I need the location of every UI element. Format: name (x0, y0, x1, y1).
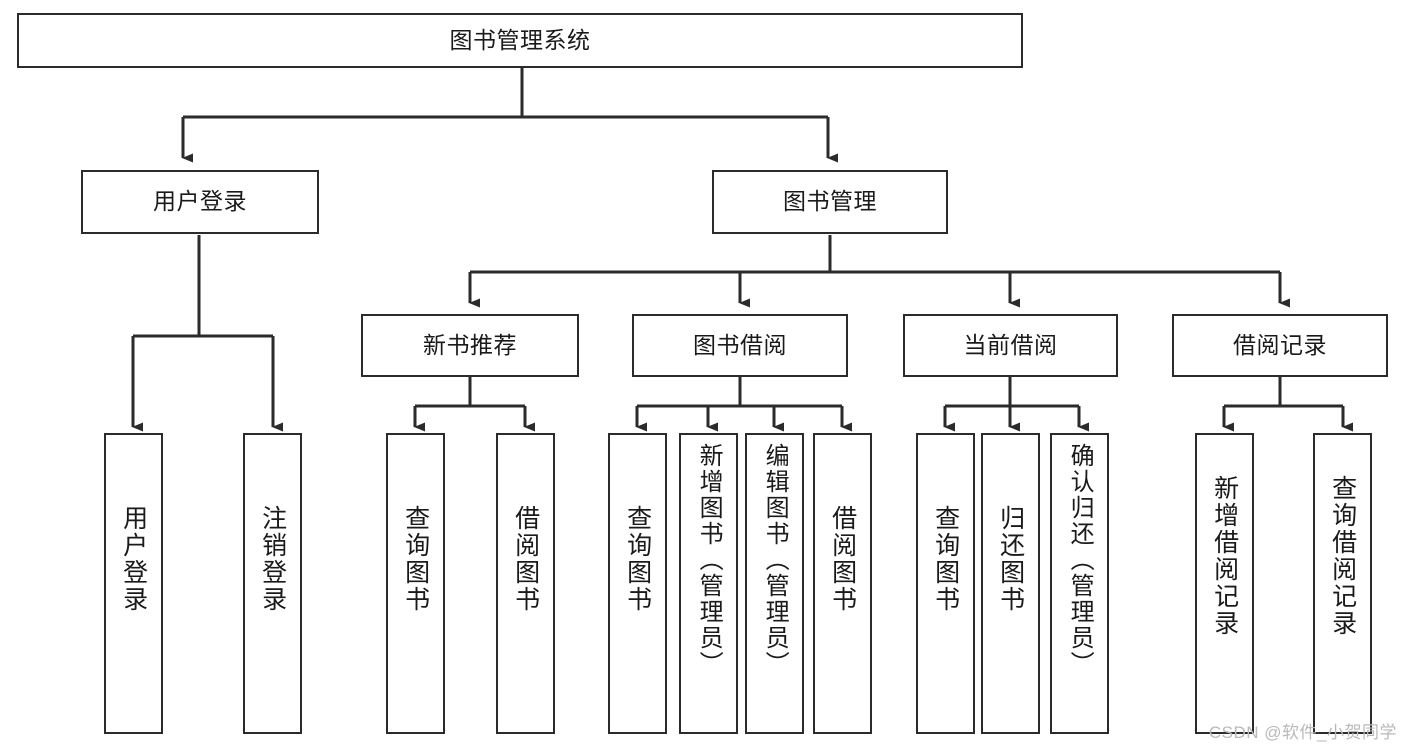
leaf-add-book[interactable]: 新增图书（管理员） (679, 433, 738, 734)
node-book-borrow-label: 图书借阅 (693, 331, 787, 358)
node-root[interactable]: 图书管理系统 (17, 13, 1023, 68)
leaf-logout-label: 注销登录 (258, 505, 287, 613)
leaf-edit-book-label: 编辑图书（管理员） (761, 443, 789, 677)
watermark: CSDN @软件_小贺同学 (1208, 723, 1397, 742)
leaf-add-borrow-record-label: 新增借阅记录 (1210, 475, 1239, 637)
leaf-query-borrow-record[interactable]: 查询借阅记录 (1313, 433, 1372, 734)
node-root-label: 图书管理系统 (449, 26, 591, 53)
leaf-user-login-label: 用户登录 (119, 505, 148, 613)
leaf-query-book-1-label: 查询图书 (401, 505, 430, 613)
node-user-login[interactable]: 用户登录 (81, 170, 319, 234)
leaf-query-book-2[interactable]: 查询图书 (608, 433, 667, 734)
leaf-borrow-book-2-label: 借阅图书 (828, 505, 857, 613)
leaf-return-book[interactable]: 归还图书 (981, 433, 1040, 734)
leaf-confirm-return-label: 确认归还（管理员） (1066, 443, 1094, 677)
leaf-confirm-return[interactable]: 确认归还（管理员） (1050, 433, 1109, 734)
leaf-query-book-3[interactable]: 查询图书 (916, 433, 975, 734)
leaf-add-borrow-record[interactable]: 新增借阅记录 (1195, 433, 1254, 734)
leaf-user-login[interactable]: 用户登录 (104, 433, 163, 734)
node-current-borrow[interactable]: 当前借阅 (903, 314, 1118, 377)
node-borrow-record-label: 借阅记录 (1233, 331, 1327, 358)
node-book-manage-label: 图书管理 (783, 188, 877, 215)
leaf-edit-book[interactable]: 编辑图书（管理员） (745, 433, 804, 734)
leaf-query-book-2-label: 查询图书 (623, 505, 652, 613)
node-new-book-recommend[interactable]: 新书推荐 (361, 314, 579, 377)
node-book-manage[interactable]: 图书管理 (712, 170, 948, 234)
leaf-borrow-book-1-label: 借阅图书 (511, 505, 540, 613)
leaf-query-borrow-record-label: 查询借阅记录 (1328, 475, 1357, 637)
node-borrow-record[interactable]: 借阅记录 (1172, 314, 1388, 377)
node-new-book-recommend-label: 新书推荐 (423, 331, 517, 358)
node-current-borrow-label: 当前借阅 (963, 331, 1058, 358)
node-book-borrow[interactable]: 图书借阅 (632, 314, 848, 377)
leaf-query-book-3-label: 查询图书 (931, 505, 960, 613)
node-user-login-label: 用户登录 (153, 188, 247, 215)
leaf-borrow-book-1[interactable]: 借阅图书 (496, 433, 555, 734)
leaf-query-book-1[interactable]: 查询图书 (386, 433, 445, 734)
leaf-logout[interactable]: 注销登录 (243, 433, 302, 734)
leaf-return-book-label: 归还图书 (996, 505, 1025, 613)
leaf-borrow-book-2[interactable]: 借阅图书 (813, 433, 872, 734)
leaf-add-book-label: 新增图书（管理员） (695, 443, 723, 677)
